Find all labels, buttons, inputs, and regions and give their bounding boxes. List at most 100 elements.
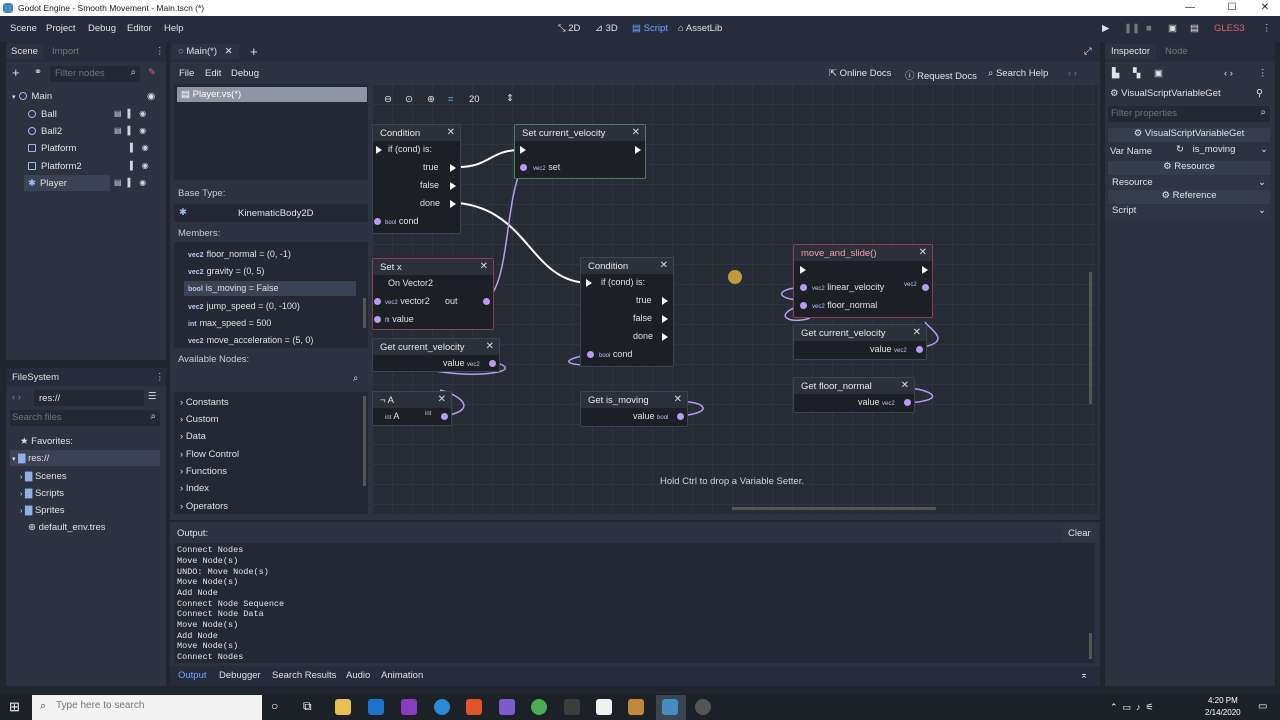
sequence-out-port[interactable] <box>450 200 456 208</box>
graph-node-get-floor-normal[interactable]: Get floor_normal✕ value vec2 <box>793 377 915 413</box>
search-files-field[interactable]: ⌕ <box>10 410 160 426</box>
script-subsection[interactable]: Script⌄ <box>1108 205 1270 219</box>
available-node-category[interactable]: › Custom <box>180 414 219 425</box>
outlook-icon[interactable] <box>368 699 384 715</box>
graph-node-set-current-velocity[interactable]: Set current_velocity✕ vec2 set <box>514 124 646 179</box>
base-type-field[interactable]: ✱ KinematicBody2D <box>174 204 368 222</box>
tree-node-main[interactable]: ▾Main <box>12 91 53 102</box>
node-row-icons[interactable]: ▤▌◉ <box>114 126 153 135</box>
data-out-port[interactable] <box>922 284 929 291</box>
sequence-out-port[interactable] <box>450 182 456 190</box>
vscode-icon[interactable] <box>564 699 580 715</box>
available-node-category[interactable]: › Constants <box>180 397 229 408</box>
close-icon[interactable]: ✕ <box>437 394 446 405</box>
available-node-category[interactable]: › Data <box>180 431 206 442</box>
app-icon[interactable] <box>531 699 547 715</box>
data-in-port[interactable] <box>800 284 807 291</box>
filesystem-title[interactable]: FileSystem <box>12 372 59 383</box>
data-out-port[interactable] <box>441 413 448 420</box>
snap-icon[interactable]: ⌗ <box>448 94 454 105</box>
sequence-out-port[interactable] <box>662 333 668 341</box>
available-scrollbar[interactable] <box>363 396 366 486</box>
res-root-item[interactable]: ▾ ▇ res:// <box>12 453 50 464</box>
available-node-category[interactable]: › Index <box>180 483 210 494</box>
graph-node-get-current-velocity[interactable]: Get current_velocity✕ value vec2 <box>372 338 500 372</box>
output-scrollbar[interactable] <box>1089 633 1092 659</box>
filter-nodes-input[interactable] <box>50 66 120 81</box>
windows-start-icon[interactable]: ⊞ <box>9 699 20 714</box>
script-menu-file[interactable]: File <box>179 68 195 79</box>
close-icon[interactable]: ✕ <box>673 394 682 405</box>
sequence-in-port[interactable] <box>376 146 382 154</box>
tab-output[interactable]: Output <box>178 670 207 681</box>
nav-arrows-icon[interactable]: ‹ › <box>1068 68 1077 79</box>
tab-search-results[interactable]: Search Results <box>272 670 337 681</box>
search-files-input[interactable] <box>10 410 140 425</box>
close-icon[interactable]: ✕ <box>912 327 921 338</box>
workspace-script[interactable]: ▤ Script <box>632 23 668 34</box>
dock-menu-icon[interactable]: ⋮ <box>155 46 165 57</box>
menu-help[interactable]: Help <box>164 23 184 34</box>
node-row-icons[interactable]: ▌◉ <box>130 143 155 152</box>
favorites-item[interactable]: ★ Favorites: <box>20 436 73 447</box>
tab-inspector[interactable]: Inspector <box>1105 44 1157 59</box>
node-row-icons[interactable]: ▤▌◉ <box>114 178 153 187</box>
resource-subsection[interactable]: Resource⌄ <box>1108 177 1270 191</box>
data-in-port[interactable] <box>374 218 381 225</box>
data-out-port[interactable] <box>677 413 684 420</box>
data-out-port[interactable] <box>483 298 490 305</box>
tab-audio[interactable]: Audio <box>346 670 371 681</box>
sequence-in-port[interactable] <box>520 146 526 154</box>
history-arrows-icon[interactable]: ‹ › <box>1224 68 1233 79</box>
data-in-port[interactable] <box>587 351 594 358</box>
clock-date[interactable]: 2/14/2020 <box>1205 708 1241 717</box>
data-in-port[interactable] <box>520 164 527 171</box>
app-icon[interactable] <box>499 699 515 715</box>
taskbar-search-input[interactable] <box>56 700 246 711</box>
task-view-icon[interactable]: ⧉ <box>303 699 312 713</box>
cortana-icon[interactable]: ○ <box>271 699 279 713</box>
sequence-out-port[interactable] <box>635 146 641 154</box>
close-window-icon[interactable]: ✕ <box>1260 2 1270 13</box>
close-icon[interactable]: ✕ <box>659 260 668 271</box>
node-row-icons[interactable]: ▤▌◉ <box>114 109 153 118</box>
script-attach-icon[interactable]: ✎ <box>148 67 156 78</box>
split-view-icon[interactable]: ☰ <box>148 391 157 402</box>
link-icon[interactable]: ⚭ <box>34 67 42 78</box>
play-scene-icon[interactable]: ▣ <box>1168 23 1177 34</box>
available-node-category[interactable]: › Flow Control <box>180 449 240 460</box>
spin-icon[interactable]: ⇕ <box>506 93 514 104</box>
online-docs-link[interactable]: ⇱ Online Docs <box>829 68 892 79</box>
history-icon[interactable]: ⋮ <box>1258 68 1268 79</box>
workspace-3d[interactable]: ⊿ 3D <box>595 23 618 34</box>
sequence-in-port[interactable] <box>586 279 592 287</box>
tab-node[interactable]: Node <box>1165 46 1188 57</box>
data-in-port[interactable] <box>374 316 381 323</box>
folder-scripts[interactable]: › ▇ Scripts <box>20 488 64 499</box>
visibility-icon[interactable]: ◉ <box>147 91 156 102</box>
pause-icon[interactable]: ❚❚ <box>1124 23 1140 34</box>
edge-icon[interactable] <box>434 699 450 715</box>
workspace-assetlib[interactable]: ⌂ AssetLib <box>678 23 723 34</box>
back-arrow-icon[interactable]: ‹ › <box>12 392 21 403</box>
sequence-in-port[interactable] <box>800 266 806 274</box>
new-resource-icon[interactable]: ▙ <box>1112 68 1120 79</box>
tree-node-platform[interactable]: Platform <box>28 143 76 154</box>
app-icon[interactable] <box>596 699 612 715</box>
clear-button[interactable]: Clear <box>1062 525 1097 542</box>
data-in-port[interactable] <box>800 302 807 309</box>
graph-node-condition[interactable]: Condition✕ if (cond) is: true false done… <box>372 124 461 234</box>
folder-sprites[interactable]: › ▇ Sprites <box>20 505 65 516</box>
path-field[interactable]: res:// <box>34 390 144 406</box>
request-docs-link[interactable]: ⓘ Request Docs <box>905 71 977 82</box>
stop-icon[interactable]: ■ <box>1146 23 1152 34</box>
menu-scene[interactable]: Scene <box>10 23 37 34</box>
app-icon[interactable] <box>628 699 644 715</box>
close-icon[interactable]: ✕ <box>900 380 909 391</box>
resource-section-header[interactable]: ⚙ Resource <box>1108 161 1270 175</box>
tab-debugger[interactable]: Debugger <box>219 670 261 681</box>
